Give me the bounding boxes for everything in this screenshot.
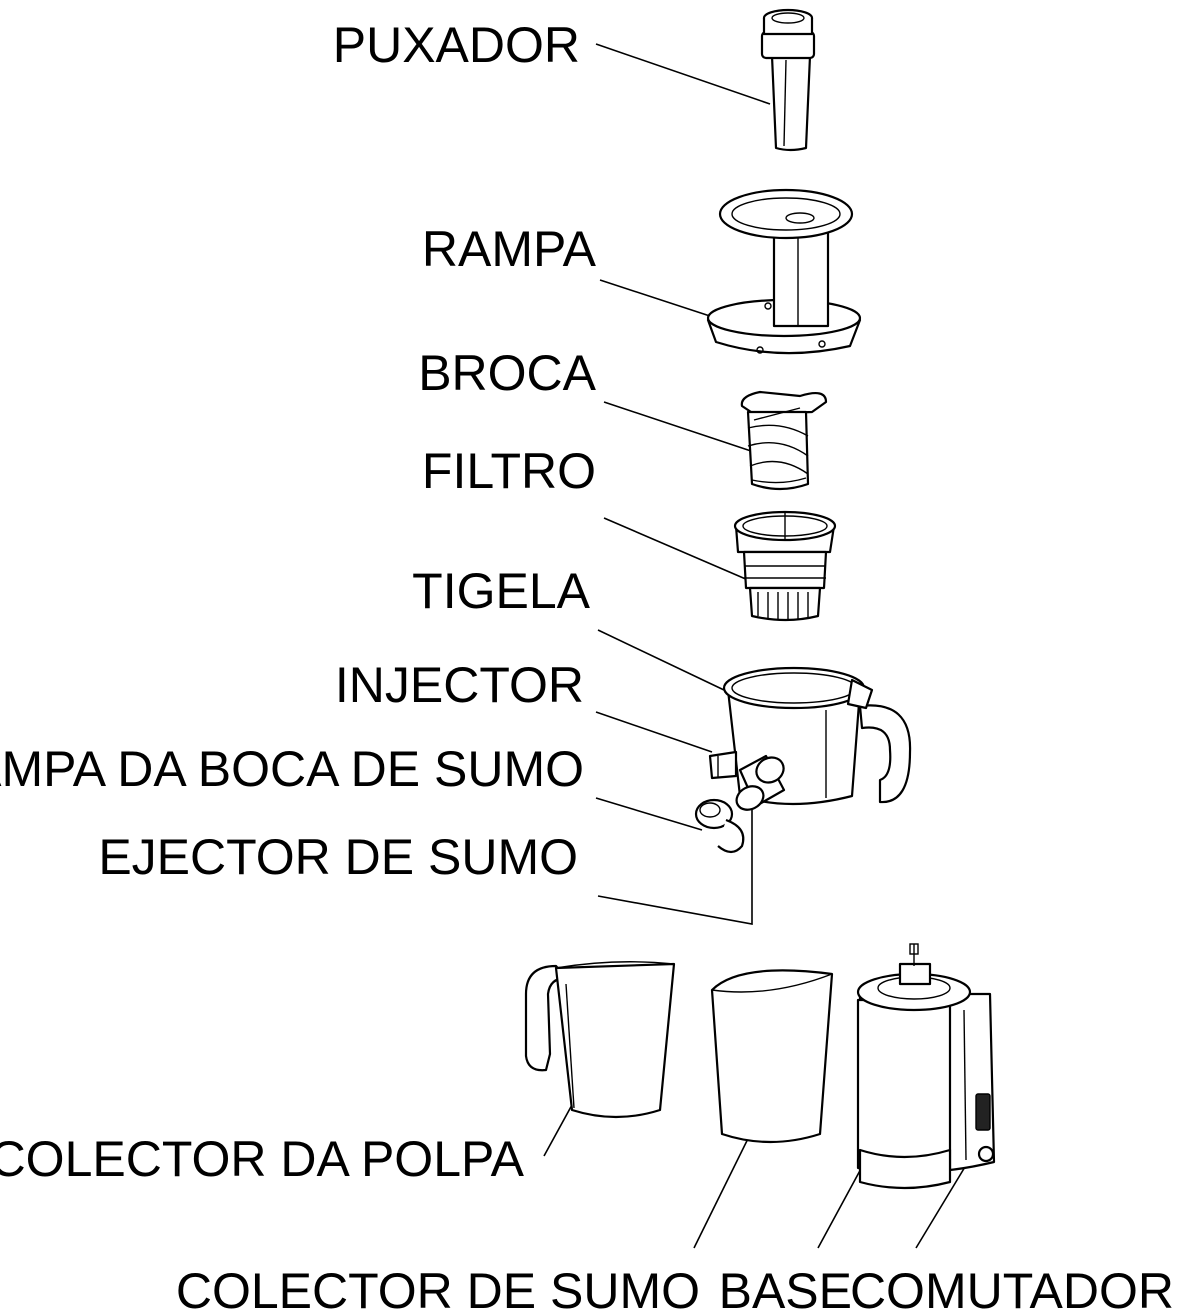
filter-icon xyxy=(733,510,837,622)
juice-spout-icon xyxy=(735,754,786,811)
feed-chute-icon xyxy=(706,188,862,355)
label-rampa: RAMPA xyxy=(422,221,597,277)
motor-base-icon xyxy=(856,943,996,1190)
bowl-icon xyxy=(722,666,912,806)
label-broca: BROCA xyxy=(418,345,596,401)
leader-rampa xyxy=(599,279,717,319)
pulp-outlet-icon xyxy=(708,750,738,780)
label-tampa-boca-sumo: TAMPA DA BOCA DE SUMO xyxy=(0,741,584,797)
auger-icon xyxy=(740,390,828,491)
juice-cup-icon xyxy=(710,969,834,1144)
juice-cap-icon xyxy=(694,798,745,854)
pulp-cup-icon xyxy=(524,961,676,1119)
label-comutador: COMUTADOR xyxy=(850,1263,1174,1316)
switch-icon xyxy=(975,1093,995,1163)
leader-puxador xyxy=(595,43,771,105)
label-ejector-sumo: EJECTOR DE SUMO xyxy=(98,829,578,885)
label-filtro: FILTRO xyxy=(422,443,596,499)
leader-tigela xyxy=(597,629,725,691)
leader-broca xyxy=(603,401,755,453)
label-puxador: PUXADOR xyxy=(333,17,580,73)
label-tigela: TIGELA xyxy=(412,563,590,619)
label-injector: INJECTOR xyxy=(335,657,584,713)
leader-filtro xyxy=(603,517,749,581)
pusher-icon xyxy=(760,8,816,152)
label-base: BASE xyxy=(719,1263,852,1316)
label-colector-polpa: COLECTOR DA POLPA xyxy=(0,1131,525,1187)
filter-teeth xyxy=(757,592,809,620)
label-colector-sumo: COLECTOR DE SUMO xyxy=(176,1263,700,1316)
leader-tampa-boca-sumo xyxy=(595,797,703,831)
leader-ejector-sumo xyxy=(597,800,753,925)
leader-injector xyxy=(595,711,713,753)
